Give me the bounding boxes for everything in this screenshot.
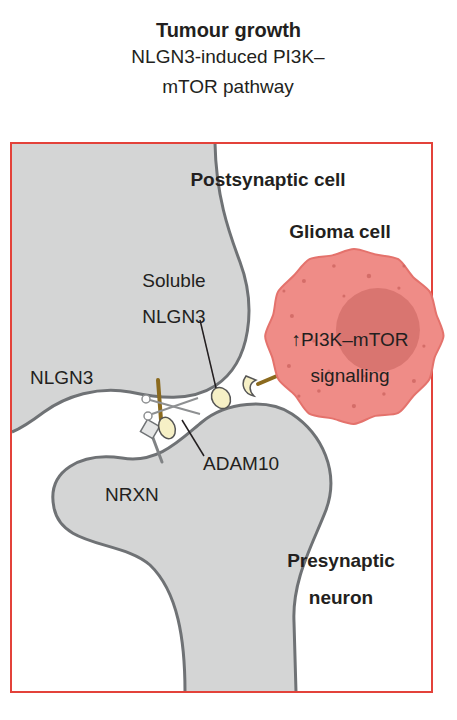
soluble-nlgn3-symbol — [208, 384, 235, 412]
cytoplasm-spot — [302, 279, 306, 283]
molecule-label: NLGN3 — [30, 366, 120, 390]
glioma-body — [265, 249, 443, 424]
enzyme-label: ADAM10 — [203, 452, 293, 476]
subtitle: NLGN3-induced PI3K–mTOR pathway — [128, 42, 328, 102]
presynaptic-fill — [53, 404, 331, 692]
nlgn3-ectodomain — [156, 415, 179, 441]
nrxn-stalk — [153, 438, 162, 462]
molecule-label: Soluble NLGN3 — [119, 263, 229, 335]
cytoplasm-spot — [382, 392, 385, 395]
cytoplasm-spot — [397, 286, 400, 289]
cytoplasm-spot — [352, 404, 356, 408]
adam10-handle — [142, 395, 150, 403]
cell-label: Glioma cell — [262, 220, 418, 244]
leader-line — [200, 320, 216, 388]
cell-membrane — [265, 249, 443, 424]
nrxn-symbol — [140, 419, 159, 438]
presynaptic-membrane — [53, 404, 331, 692]
region-label: Presynaptic neuron — [261, 542, 421, 616]
pathway-text: ↑PI3K–mTOR signalling — [272, 322, 428, 394]
cytoplasm-spot — [422, 344, 425, 347]
adam10-handle — [144, 412, 152, 420]
cytoplasm-spot — [290, 314, 294, 318]
region-label: Postsynaptic cell — [148, 168, 388, 192]
bound-nlgn3-symbol — [243, 376, 256, 396]
adam10-blade — [152, 398, 198, 414]
leader-line — [182, 420, 204, 456]
cytoplasm-spot — [332, 264, 336, 268]
nlgn3-stalk — [158, 380, 161, 420]
cell-outline — [262, 212, 444, 430]
title: Tumour growth — [0, 18, 457, 42]
cytoplasm-spot — [297, 394, 300, 397]
cytoplasm-spot — [317, 389, 321, 393]
cytoplasm-spot — [282, 290, 285, 293]
cytoplasm-spot — [412, 379, 416, 383]
cytoplasm-spot — [367, 274, 371, 278]
cytoplasm-spot — [287, 364, 291, 368]
glioma-cell: Glioma cell ↑PI3K–mTOR signalling — [262, 212, 444, 430]
cytoplasm-spot — [402, 265, 405, 268]
cytoplasm-spot — [342, 295, 345, 298]
molecule-label: NRXN — [105, 483, 185, 507]
